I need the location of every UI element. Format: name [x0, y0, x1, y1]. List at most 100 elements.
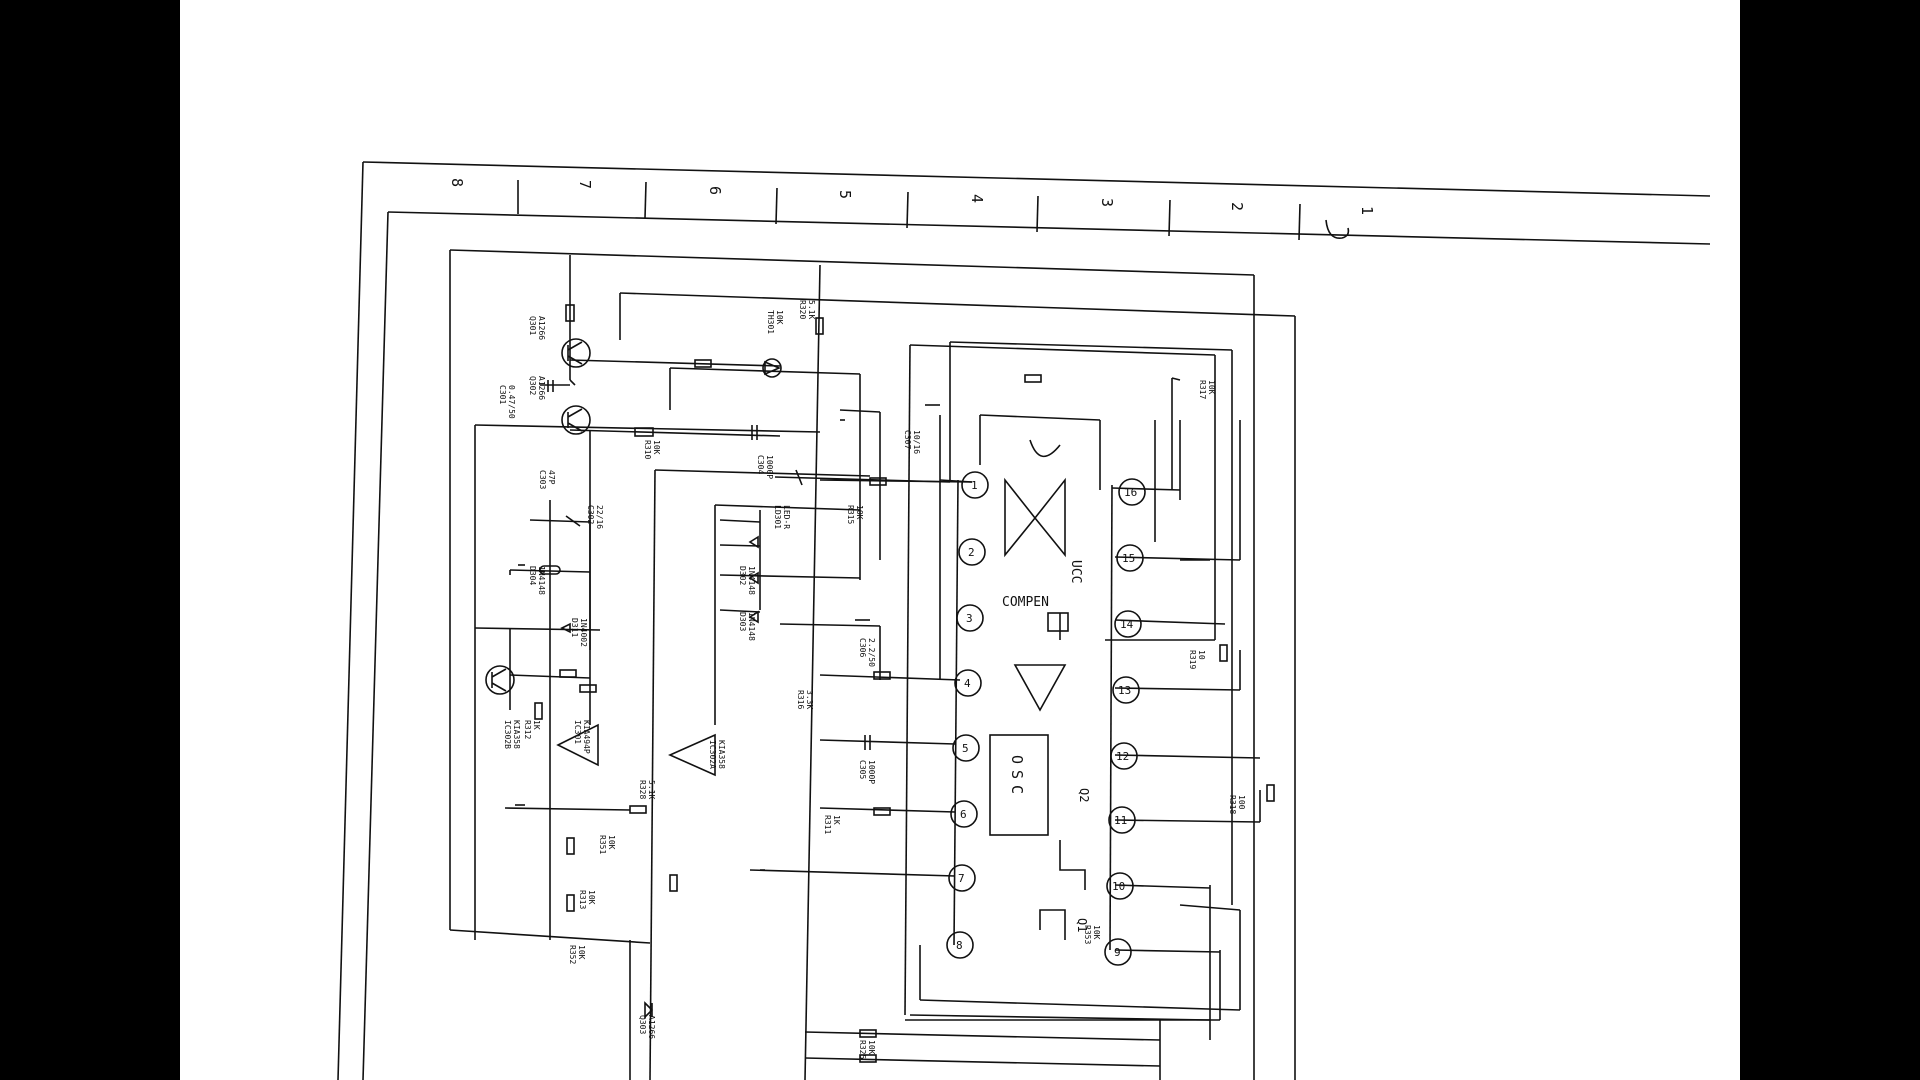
component-label: R31710K [1198, 380, 1216, 399]
ic-pin-5 [952, 734, 980, 762]
component-value: 0.47/50 [507, 385, 516, 419]
ic-pin-7-label: 7 [958, 872, 965, 885]
component-value: 10K [775, 310, 784, 325]
ic-pin-7 [948, 864, 976, 892]
component-ref: C304 [756, 455, 765, 474]
component-ref: D311 [570, 618, 579, 637]
component-ref: C305 [858, 760, 867, 779]
passives [515, 304, 1275, 1063]
component-ref: IC301 [573, 720, 582, 744]
ic-pin-13 [1112, 676, 1140, 704]
ic-pin-4 [954, 669, 982, 697]
schematic-page: 8 7 6 5 4 3 2 1 [180, 0, 1740, 1080]
component-ref: IC302A [708, 740, 717, 769]
component-ref: C306 [858, 638, 867, 657]
component-label: D3021N4148 [738, 566, 756, 595]
component-value: 1N4148 [747, 612, 756, 641]
component-label: D3041N4148 [528, 566, 546, 595]
component-value: 10 [1197, 650, 1206, 660]
component-value: 10K [1207, 380, 1216, 395]
component-value: 10/16 [912, 430, 921, 454]
component-value: 100 [1237, 795, 1246, 810]
component-ref: R312 [523, 720, 532, 739]
component-ref: R351 [598, 835, 607, 854]
component-value: KIA358 [512, 720, 521, 749]
column-marker-6: 6 [706, 186, 724, 195]
component-value: 3.3K [805, 690, 814, 709]
ic-pin-2 [958, 538, 986, 566]
component-label: C30347P [538, 470, 556, 489]
wiring [449, 249, 1296, 1080]
component-ref: R313 [578, 890, 587, 909]
component-ref: R311 [823, 815, 832, 834]
ic-pin-8-label: 8 [956, 939, 963, 952]
transistor-q301 [561, 405, 591, 435]
component-value: KIA358 [717, 740, 726, 769]
transistor-q303 [485, 665, 515, 695]
component-label: IC302AKIA358 [708, 740, 726, 769]
component-value: 10K [652, 440, 661, 455]
ic-pin-12-label: 12 [1116, 750, 1129, 763]
component-ref: R352 [568, 945, 577, 964]
component-ref: R315 [846, 505, 855, 524]
component-value: 1K [832, 815, 841, 825]
ic-pin-9 [1104, 938, 1132, 966]
q2-label: Q2 [1077, 788, 1091, 802]
ic-pin-12 [1110, 742, 1138, 770]
component-ref: Q303 [638, 1015, 647, 1034]
ic-pin-13-label: 13 [1118, 684, 1131, 697]
ic-pin-9-label: 9 [1114, 946, 1121, 959]
component-label: C3041000P [756, 455, 774, 479]
component-ref: LD301 [773, 505, 782, 529]
component-ref: R325 [858, 1040, 867, 1059]
component-value: 10K [587, 890, 596, 905]
component-value: 10K [867, 1040, 876, 1055]
ic-pin-5-label: 5 [962, 742, 969, 755]
component-ref: C307 [903, 430, 912, 449]
column-marker-3: 3 [1098, 198, 1116, 207]
component-label: C30222/16 [586, 505, 604, 529]
component-label: LD301LED-R [773, 505, 791, 529]
component-value: A1266 [537, 316, 546, 340]
component-label: R3285.1K [638, 780, 656, 799]
column-marker-1: 1 [1358, 206, 1376, 215]
ic-pin-15 [1116, 544, 1144, 572]
reference-arc [1029, 439, 1061, 458]
component-ref: R319 [1188, 650, 1197, 669]
ic301: 1 2 3 4 5 6 7 8 9 10 11 12 13 [946, 439, 1146, 966]
component-label: R318100 [1228, 795, 1246, 814]
transistor-q302 [561, 338, 591, 368]
component-value: 10K [577, 945, 586, 960]
component-value: 1000P [867, 760, 876, 784]
component-label: IC301KIA494P [573, 720, 591, 754]
component-ref: D302 [738, 566, 747, 585]
component-ref: TH301 [766, 310, 775, 334]
component-label: IC302BKIA358 [503, 720, 521, 749]
column-marker-2: 2 [1228, 202, 1246, 211]
component-label: Q301A1266 [528, 316, 546, 340]
component-ref: R320 [798, 300, 807, 319]
opamps [556, 723, 716, 777]
component-label: R3163.3K [796, 690, 814, 709]
component-ref: C302 [586, 505, 595, 524]
component-ref: D303 [738, 612, 747, 631]
ic-pin-10 [1106, 872, 1134, 900]
ic-pin-1-label: 1 [971, 479, 978, 492]
ic-pin-14 [1114, 610, 1142, 638]
ic-pin-15-label: 15 [1122, 552, 1135, 565]
ic-pin-1 [961, 471, 989, 499]
component-label: R3121K [523, 720, 541, 739]
component-ref: C301 [498, 385, 507, 404]
compen-label: COMPEN [1002, 595, 1049, 610]
component-ref: R318 [1228, 795, 1237, 814]
component-ref: R317 [1198, 380, 1207, 399]
column-marker-8: 8 [448, 178, 466, 187]
component-value: 1000P [765, 455, 774, 479]
ic-pin-3 [956, 604, 984, 632]
opamp-ic302a [556, 723, 599, 767]
opamp-ic302b [668, 733, 716, 777]
column-marker-7: 7 [576, 180, 594, 189]
ic-pins-right: 9 10 11 12 13 14 15 16 [1104, 478, 1146, 966]
component-label: R31010K [643, 440, 661, 459]
component-label: R35110K [598, 835, 616, 854]
